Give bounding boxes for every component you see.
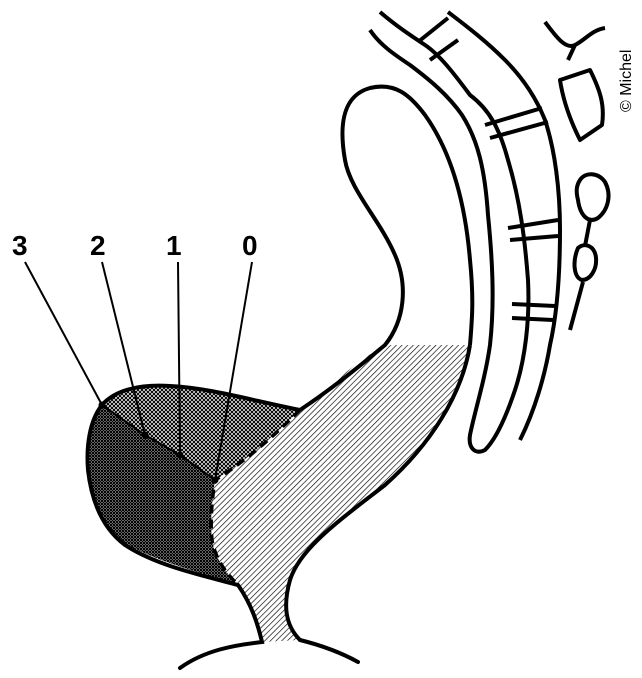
grade-label-3: 3 [12,232,28,260]
cavity-hatched-region [211,345,470,642]
posterior-bones [545,22,609,330]
grade-label-0: 0 [242,232,258,260]
pointer-dot-2 [142,432,149,439]
pointer-line-3 [25,262,102,405]
perineum-right-outline [300,640,358,662]
pointer-dot-0 [212,477,219,484]
grade-label-2: 2 [90,232,106,260]
grade-label-1: 1 [166,232,182,260]
copyright-text: © Michel [618,50,636,112]
pointer-dot-3 [99,402,106,409]
pointer-dot-1 [177,452,184,459]
